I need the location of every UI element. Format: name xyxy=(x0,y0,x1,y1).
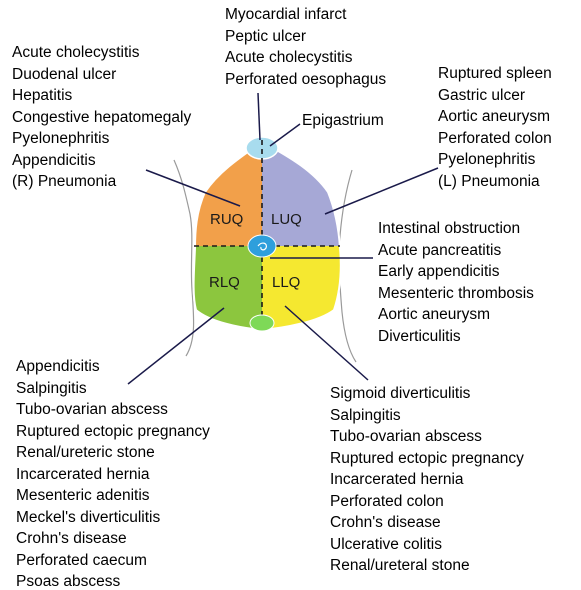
leader-top xyxy=(258,93,260,140)
list-item: Pyelonephritis xyxy=(438,149,552,171)
list-item: Crohn's disease xyxy=(16,528,210,550)
list-item: Salpingitis xyxy=(16,378,210,400)
list-item: Incarcerated hernia xyxy=(16,464,210,486)
list-item: Myocardial infarct xyxy=(225,4,386,26)
list-item: Gastric ulcer xyxy=(438,85,552,107)
list-item: Sigmoid diverticulitis xyxy=(330,383,524,405)
list-item: Renal/ureteric stone xyxy=(16,442,210,464)
list-item: Incarcerated hernia xyxy=(330,469,524,491)
list-item: Ruptured spleen xyxy=(438,63,552,85)
suprapubic-region xyxy=(250,315,274,331)
list-item: Diverticulitis xyxy=(378,326,534,348)
list-item: Ruptured ectopic pregnancy xyxy=(330,448,524,470)
list-item: Perforated colon xyxy=(438,128,552,150)
list-item: Appendicitis xyxy=(12,150,191,172)
list-item: Aortic aneurysm xyxy=(438,106,552,128)
list-item: Acute cholecystitis xyxy=(12,42,191,64)
list-item: Ruptured ectopic pregnancy xyxy=(16,421,210,443)
umbilical-condition-list: Intestinal obstruction Acute pancreatiti… xyxy=(378,218,534,347)
list-item: Acute cholecystitis xyxy=(225,47,386,69)
list-item: Salpingitis xyxy=(330,405,524,427)
list-item: Pyelonephritis xyxy=(12,128,191,150)
list-item: Tubo-ovarian abscess xyxy=(330,426,524,448)
umbilical-region xyxy=(248,235,276,257)
leader-llq xyxy=(285,306,368,380)
epigastrium-label: Epigastrium xyxy=(302,112,384,130)
llq-label: LLQ xyxy=(272,274,300,291)
leader-epigastrium xyxy=(270,124,300,146)
list-item: Intestinal obstruction xyxy=(378,218,534,240)
list-item: (R) Pneumonia xyxy=(12,171,191,193)
rlq-label: RLQ xyxy=(209,274,240,291)
luq-label: LUQ xyxy=(271,211,302,228)
list-item: Ulcerative colitis xyxy=(330,534,524,556)
list-item: Perforated colon xyxy=(330,491,524,513)
list-item: Renal/ureteral stone xyxy=(330,555,524,577)
leader-luq xyxy=(325,168,438,214)
list-item: (L) Pneumonia xyxy=(438,171,552,193)
list-item: Perforated oesophagus xyxy=(225,69,386,91)
list-item: Tubo-ovarian abscess xyxy=(16,399,210,421)
list-item: Perforated caecum xyxy=(16,550,210,572)
list-item: Peptic ulcer xyxy=(225,26,386,48)
list-item: Crohn's disease xyxy=(330,512,524,534)
top-condition-list: Myocardial infarct Peptic ulcer Acute ch… xyxy=(225,4,386,90)
list-item: Meckel's diverticulitis xyxy=(16,507,210,529)
list-item: Mesenteric thrombosis xyxy=(378,283,534,305)
rlq-condition-list: Appendicitis Salpingitis Tubo-ovarian ab… xyxy=(16,356,210,590)
list-item: Acute pancreatitis xyxy=(378,240,534,262)
ruq-label: RUQ xyxy=(210,211,243,228)
list-item: Early appendicitis xyxy=(378,261,534,283)
list-item: Duodenal ulcer xyxy=(12,64,191,86)
list-item: Congestive hepatomegaly xyxy=(12,107,191,129)
ruq-condition-list: Acute cholecystitis Duodenal ulcer Hepat… xyxy=(12,42,191,193)
llq-condition-list: Sigmoid diverticulitis Salpingitis Tubo-… xyxy=(330,383,524,577)
list-item: Appendicitis xyxy=(16,356,210,378)
list-item: Mesenteric adenitis xyxy=(16,485,210,507)
list-item: Hepatitis xyxy=(12,85,191,107)
list-item: Aortic aneurysm xyxy=(378,304,534,326)
list-item: Psoas abscess xyxy=(16,571,210,590)
luq-condition-list: Ruptured spleen Gastric ulcer Aortic ane… xyxy=(438,63,552,192)
